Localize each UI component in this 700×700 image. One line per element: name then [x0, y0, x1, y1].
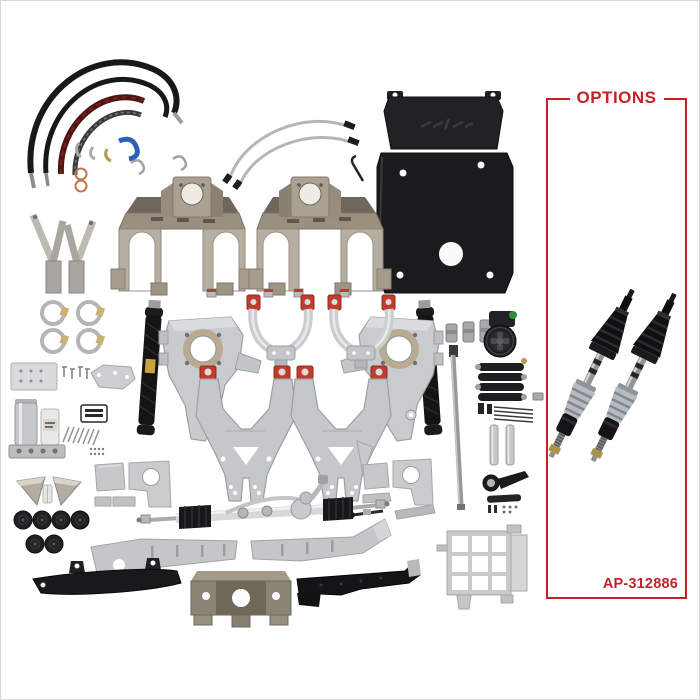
power-steering-hose-set	[27, 59, 184, 189]
reservoir-and-filter-assembly	[8, 399, 66, 459]
rubber-grommets	[13, 510, 90, 554]
hardware-bolts	[62, 426, 105, 456]
options-box: OPTIONS AP-312886	[546, 88, 687, 599]
braided-brake-lines	[222, 119, 360, 190]
logo-badge	[80, 404, 108, 423]
small-clips	[130, 154, 365, 182]
an-fittings	[445, 319, 492, 343]
steel-rod	[449, 345, 465, 510]
skid-plate	[376, 91, 514, 294]
idler-arm	[482, 471, 529, 492]
crossmember-shock-tower-right	[248, 176, 392, 296]
power-steering-pump	[483, 311, 517, 358]
gusset-triangles	[16, 476, 82, 507]
zip-ties	[478, 403, 534, 423]
lower-bracket-bar	[32, 558, 182, 595]
frame-rail	[296, 559, 421, 607]
small-fitting	[532, 392, 544, 401]
aluminum-cage-bracket	[436, 524, 528, 610]
options-label: OPTIONS	[569, 88, 664, 108]
steering-rack	[136, 475, 390, 529]
hose-clamps	[40, 300, 106, 354]
limit-strap-left	[136, 299, 164, 436]
crossmember-shock-tower-left	[110, 176, 254, 296]
sheet-metal-gussets-left	[94, 460, 172, 508]
frame-plate-left	[90, 538, 238, 574]
misc-bushings	[206, 288, 350, 298]
spacer-tubes	[489, 424, 515, 466]
skid-plate-logo-emboss	[420, 118, 474, 130]
center-crossmember	[190, 571, 292, 628]
black-tube-and-hardware	[487, 494, 522, 514]
washer	[405, 409, 417, 421]
frame-gusset-brackets	[29, 213, 97, 294]
lower-control-arm-left	[195, 365, 297, 502]
hose-fittings	[74, 136, 140, 163]
copper-washers	[74, 167, 88, 193]
part-number-label: AP-312886	[602, 576, 678, 592]
mounting-plate	[10, 362, 58, 391]
small-hardware	[62, 366, 90, 379]
fluid-cooler	[475, 358, 527, 401]
frame-plate-right	[250, 518, 392, 562]
upper-control-arm-left	[247, 295, 314, 368]
pivot-bracket	[90, 364, 136, 390]
